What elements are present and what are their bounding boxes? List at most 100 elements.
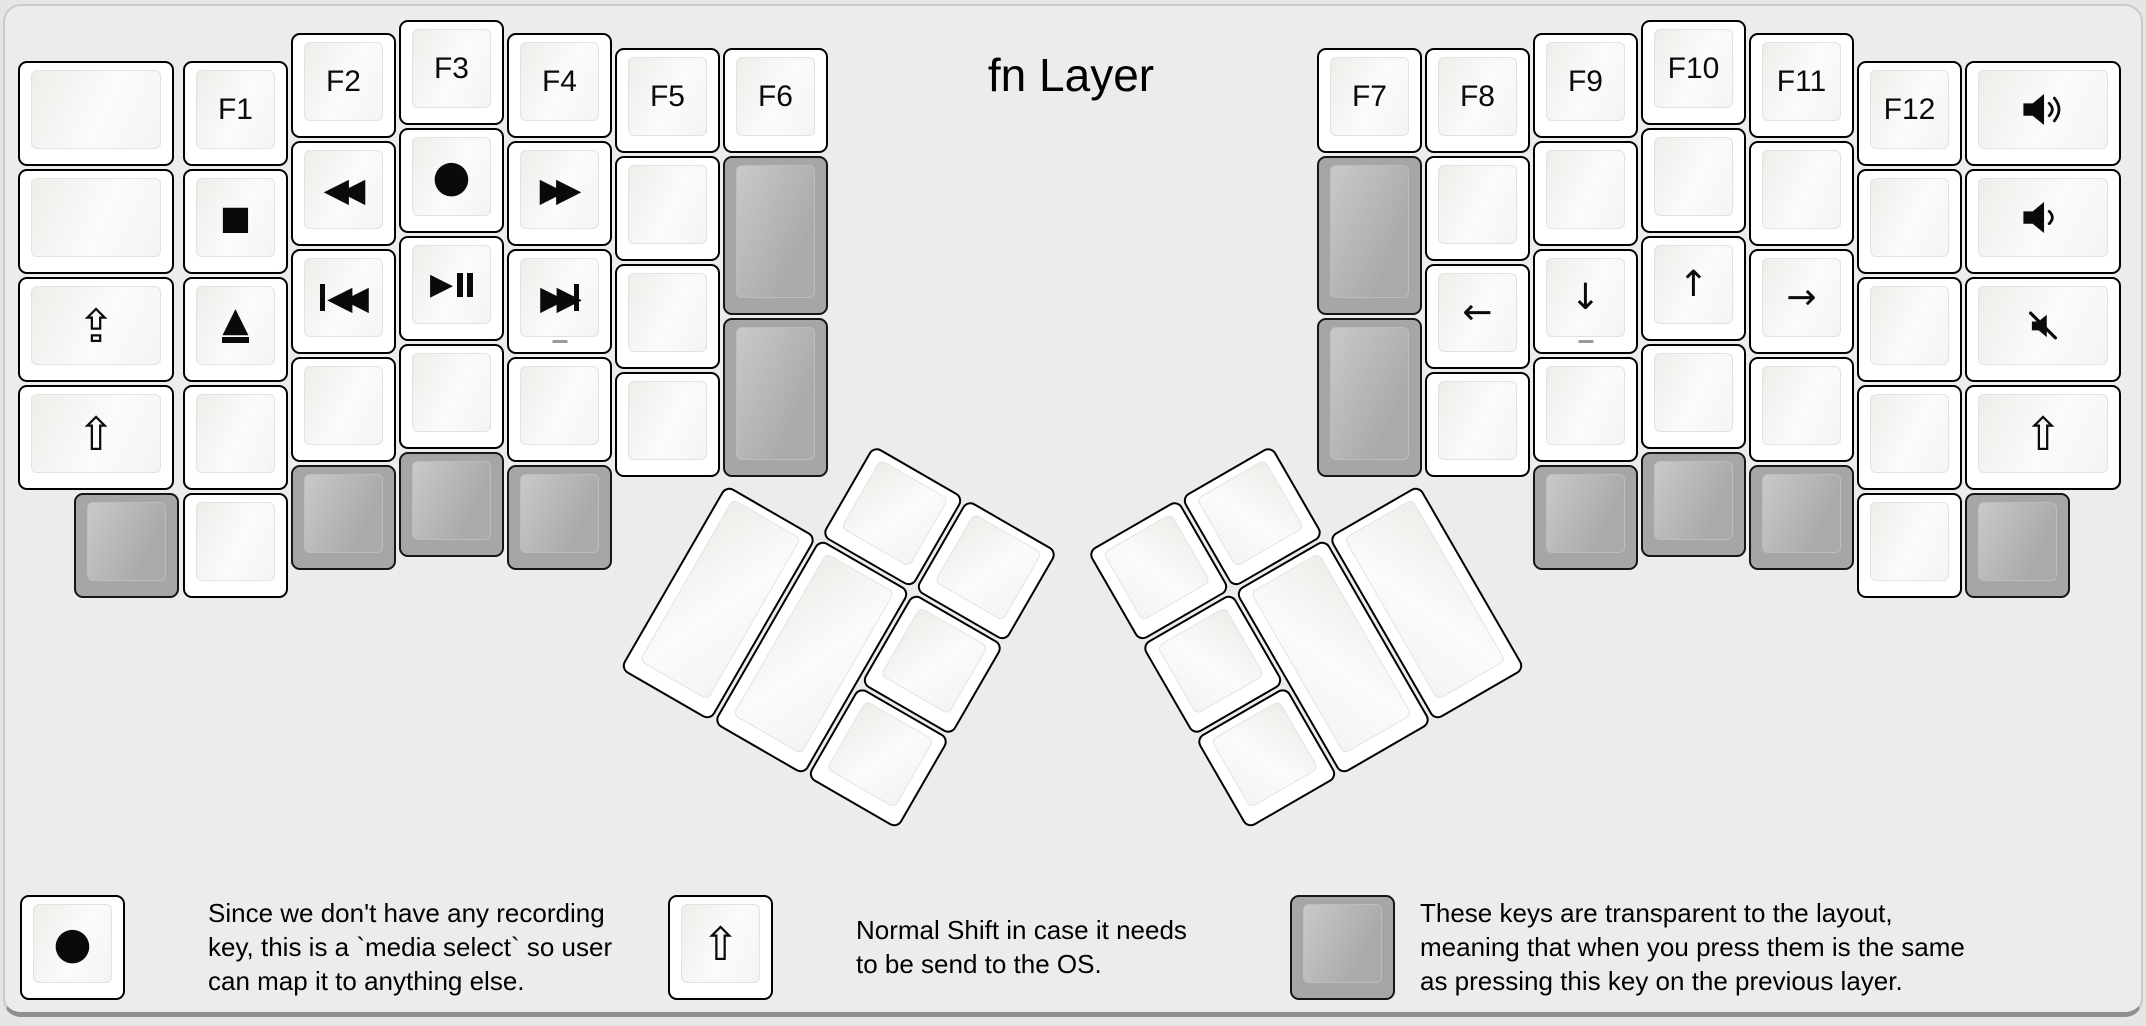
key-blank[interactable] — [1641, 128, 1746, 233]
key-f1[interactable]: F1 — [183, 61, 288, 166]
key-f7[interactable]: F7 — [1317, 48, 1422, 153]
key-transparent[interactable] — [1965, 493, 2070, 598]
key-prev-track[interactable]: ◀◀ — [291, 249, 396, 354]
key-transparent[interactable] — [1317, 156, 1422, 315]
keycap-top: ◀◀ — [304, 258, 383, 337]
key-label: F11 — [1776, 64, 1827, 98]
keycap-top: F2 — [304, 42, 383, 121]
key-f12[interactable]: F12 — [1857, 61, 1962, 166]
keycap-top — [1546, 366, 1625, 445]
arrow-down-icon: ↓ — [1570, 276, 1601, 318]
key-record[interactable]: ● — [20, 895, 125, 1000]
key-rewind[interactable]: ◀◀ — [291, 141, 396, 246]
key-transparent[interactable] — [1749, 465, 1854, 570]
key-f8[interactable]: F8 — [1425, 48, 1530, 153]
key-f3[interactable]: F3 — [399, 20, 504, 125]
key-blank[interactable] — [1857, 493, 1962, 598]
key-blank[interactable] — [18, 169, 174, 274]
key-shift[interactable]: ⇧ — [668, 895, 773, 1000]
key-f6[interactable]: F6 — [723, 48, 828, 153]
keycap-top — [1546, 150, 1625, 229]
key-label: F8 — [1459, 79, 1495, 113]
secondary-underscore-mark — [1578, 340, 1593, 343]
key-blank[interactable] — [1425, 156, 1530, 261]
key-label: F4 — [541, 64, 577, 98]
key-blank[interactable] — [399, 344, 504, 449]
keycap-top — [1654, 137, 1733, 216]
keycap-top: ▶ — [412, 245, 491, 324]
key-blank[interactable] — [1533, 357, 1638, 462]
keycap-top — [520, 474, 599, 553]
key-shift[interactable]: ⇧ — [1965, 385, 2121, 490]
key-f9[interactable]: F9 — [1533, 33, 1638, 138]
key-f5[interactable]: F5 — [615, 48, 720, 153]
prev-track-icon: ◀◀ — [320, 281, 369, 314]
keycap-top — [1762, 150, 1841, 229]
key-label: F1 — [217, 92, 253, 126]
key-transparent[interactable] — [74, 493, 179, 598]
key-blank[interactable] — [183, 385, 288, 490]
keycap-top — [628, 165, 707, 244]
volume-up-icon — [2023, 94, 2061, 125]
key-blank[interactable] — [291, 357, 396, 462]
key-blank[interactable] — [615, 372, 720, 477]
shift-icon: ⇧ — [701, 916, 740, 971]
keycap-top: F11 — [1762, 42, 1841, 121]
key-eject[interactable]: ▲ — [183, 277, 288, 382]
keycap-top — [1330, 327, 1409, 460]
key-blank[interactable] — [615, 264, 720, 369]
key-blank[interactable] — [1857, 385, 1962, 490]
key-blank[interactable] — [1533, 141, 1638, 246]
key-blank[interactable] — [1857, 277, 1962, 382]
key-blank[interactable] — [615, 156, 720, 261]
arrow-right-icon: → — [1786, 276, 1817, 318]
key-blank[interactable] — [1749, 141, 1854, 246]
key-f4[interactable]: F4 — [507, 33, 612, 138]
key-blank[interactable] — [183, 493, 288, 598]
key-f11[interactable]: F11 — [1749, 33, 1854, 138]
key-caps-level2[interactable]: ⇪ — [18, 277, 174, 382]
key-transparent[interactable] — [507, 465, 612, 570]
keycap-top — [304, 474, 383, 553]
key-transparent[interactable] — [1641, 452, 1746, 557]
key-f2[interactable]: F2 — [291, 33, 396, 138]
keycap-top: ● — [412, 137, 491, 216]
key-f10[interactable]: F10 — [1641, 20, 1746, 125]
key-blank[interactable] — [1425, 372, 1530, 477]
key-mute[interactable] — [1965, 277, 2121, 382]
key-arrow-right[interactable]: → — [1749, 249, 1854, 354]
legend-text-3: These keys are transparent to the layout… — [1420, 898, 1965, 996]
keycap-top: ▶▶ — [520, 150, 599, 229]
key-arrow-left[interactable]: ← — [1425, 264, 1530, 369]
key-transparent[interactable] — [1317, 318, 1422, 477]
key-volume-down[interactable] — [1965, 169, 2121, 274]
keycap-top: ← — [1438, 273, 1517, 352]
key-transparent[interactable] — [1533, 465, 1638, 570]
key-transparent[interactable] — [723, 318, 828, 477]
key-stop[interactable]: ■ — [183, 169, 288, 274]
secondary-underscore-mark — [552, 340, 567, 343]
key-fast-forward[interactable]: ▶▶ — [507, 141, 612, 246]
key-blank[interactable] — [1641, 344, 1746, 449]
key-shift[interactable]: ⇧ — [18, 385, 174, 490]
key-volume-up[interactable] — [1965, 61, 2121, 166]
key-play-pause[interactable]: ▶ — [399, 236, 504, 341]
key-transparent[interactable] — [291, 465, 396, 570]
key-blank[interactable] — [18, 61, 174, 166]
key-blank[interactable] — [507, 357, 612, 462]
keycap-top — [1978, 502, 2057, 581]
key-blank[interactable] — [1857, 169, 1962, 274]
key-transparent[interactable] — [399, 452, 504, 557]
key-transparent[interactable] — [723, 156, 828, 315]
key-next-track[interactable]: ▶▶ — [507, 249, 612, 354]
record-icon: ● — [53, 917, 92, 969]
key-arrow-up[interactable]: ↑ — [1641, 236, 1746, 341]
keycap-top — [1654, 461, 1733, 540]
key-record[interactable]: ● — [399, 128, 504, 233]
key-transparent[interactable] — [1290, 895, 1395, 1000]
keycap-top: → — [1762, 258, 1841, 337]
keycap-top: ● — [33, 904, 112, 983]
key-blank[interactable] — [1749, 357, 1854, 462]
key-arrow-down[interactable]: ↓ — [1533, 249, 1638, 354]
stop-icon: ■ — [219, 198, 252, 237]
